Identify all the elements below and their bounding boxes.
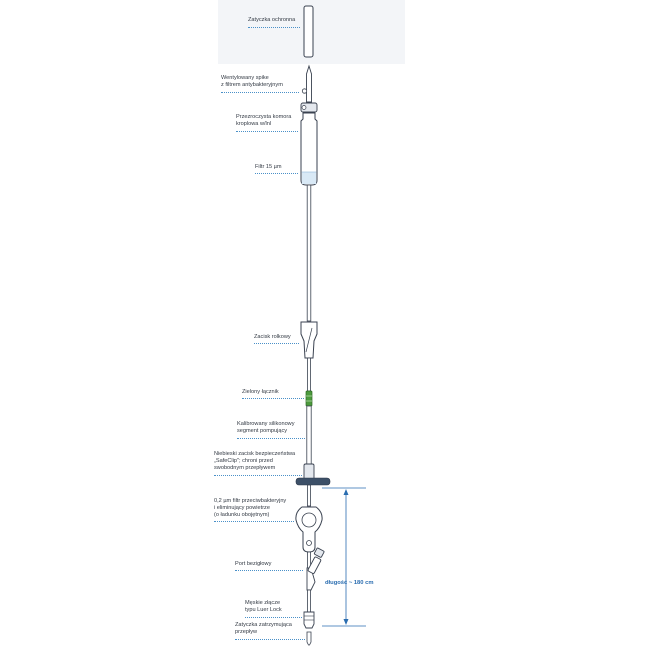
air-filter-vent bbox=[306, 540, 312, 546]
label-protective-cap: Zatyczka ochronna bbox=[248, 17, 296, 23]
label-silicone-segment: Kalibrowany silikonowy segment pompujący bbox=[237, 421, 295, 435]
leader-needleless-port bbox=[235, 570, 303, 571]
label-safeclip: Niebieski zacisk bezpieczeństwa „SafeCli… bbox=[214, 451, 296, 472]
stop-cap-shape bbox=[306, 631, 312, 646]
safeclip-clamp bbox=[295, 477, 331, 486]
drip-chamber-fluid bbox=[301, 172, 317, 184]
tube-to-luer bbox=[306, 589, 311, 613]
label-green-connector: Zielony łącznik bbox=[242, 389, 279, 395]
spike-collar-hole bbox=[301, 105, 307, 110]
label-stop-cap: Zatyczka zatrzymująca przepływ bbox=[235, 622, 292, 636]
leader-stop-cap bbox=[235, 639, 305, 640]
leader-silicone-segment bbox=[237, 438, 305, 439]
tube-upper bbox=[306, 184, 312, 322]
leader-filter bbox=[255, 173, 298, 174]
leader-drip-chamber bbox=[236, 131, 298, 132]
leader-protective-cap bbox=[248, 27, 300, 28]
spike-collar bbox=[300, 102, 318, 113]
label-drip-chamber: Przezroczysta komora kroplowa w/lnl bbox=[236, 114, 292, 128]
needleless-port-branch bbox=[307, 547, 325, 574]
length-dimension bbox=[322, 487, 366, 627]
tube-lower bbox=[306, 484, 311, 507]
leader-green-connector bbox=[242, 398, 304, 399]
green-connector-shape bbox=[305, 390, 313, 407]
tube-middle bbox=[306, 357, 311, 392]
leader-air-filter bbox=[214, 521, 294, 522]
label-needleless-port: Port bezigłowy bbox=[235, 561, 272, 567]
silicone-segment-shape bbox=[306, 405, 312, 465]
safeclip-body bbox=[303, 463, 315, 481]
length-label: długość ~ 180 cm bbox=[325, 580, 374, 586]
protective-cap-shape bbox=[303, 5, 314, 58]
leader-safeclip bbox=[214, 475, 302, 476]
label-filter: Filtr 15 µm bbox=[255, 164, 282, 170]
leader-roller-clamp bbox=[254, 343, 299, 344]
label-roller-clamp: Zacisk rolkowy bbox=[254, 334, 291, 340]
leader-luer-lock bbox=[245, 617, 302, 618]
label-luer-lock: Męskie złącze typu Luer Lock bbox=[245, 600, 282, 614]
spike-vent bbox=[301, 88, 308, 94]
label-air-filter: 0,2 µm filtr przeciwbakteryjny i eliminu… bbox=[214, 498, 287, 519]
label-vented-spike: Wentylowany spike z filtrem antybakteryj… bbox=[221, 75, 283, 89]
drip-chamber-shape bbox=[300, 112, 318, 186]
air-filter-window bbox=[301, 512, 317, 528]
leader-vented-spike bbox=[221, 92, 299, 93]
spike-shape bbox=[306, 64, 312, 103]
